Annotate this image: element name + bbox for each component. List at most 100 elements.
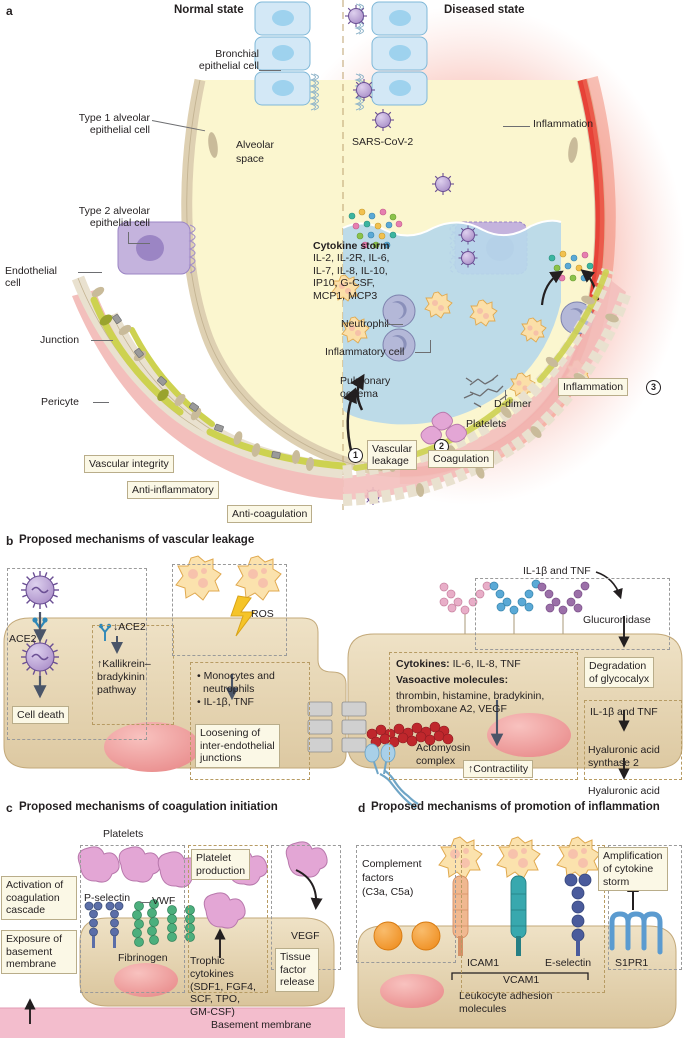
panel-d-title: Proposed mechanisms of promotion of infl…: [371, 801, 660, 813]
label-vwf: VWF: [152, 895, 176, 907]
label-icam1: ICAM1: [467, 957, 500, 969]
label-type2-alveolar-epithelial-cell: Type 2 alveolar epithelial cell: [78, 205, 150, 230]
label-sars-cov-2: SARS-CoV-2: [352, 136, 414, 148]
neutrophil-b2: [235, 555, 282, 601]
label-d-dimer: D-dimer: [494, 398, 532, 410]
cytokine-storm-line-0: IL-2, IL-2R, IL-6,: [313, 252, 390, 265]
panel-b-title: Proposed mechanisms of vascular leakage: [19, 534, 255, 546]
d-dimer-mesh: [463, 374, 508, 408]
cytokine-storm-line-2: IP10, G-CSF,: [313, 277, 375, 290]
label-bronchial-epithelial-cell: Bronchial epithelial cell: [198, 48, 259, 73]
dashregion-vasoactive: [389, 652, 578, 780]
label-monocytes-neutrophils: • Monocytes and neutrophils • IL-1β, TNF: [197, 670, 275, 709]
panel-c-letter: c: [6, 801, 13, 815]
leader-vwf: [140, 902, 151, 903]
neutrophil-b1: [175, 555, 222, 601]
dashregion-kallikrein: [92, 625, 174, 725]
group-vascular-leakage: 1 Vascular leakage: [348, 440, 418, 471]
box-loosening-junctions: Loosening of inter-endothelial junctions: [195, 724, 280, 768]
label-complement-factors: Complement factors (C3a, C5a): [362, 858, 422, 899]
label-hyaluronic-synthase: Hyaluronic acid synthase 2: [588, 744, 660, 769]
vwf-molecules: [132, 899, 195, 947]
cytokine-dots-outer: [540, 250, 600, 306]
leader-d-dimer: [505, 390, 506, 400]
bronchial-cells-normal: [254, 1, 319, 111]
label-fibrinogen: Fibrinogen: [118, 952, 168, 964]
leader-inflammatory-v: [430, 340, 431, 353]
dashregion-ros: [172, 564, 287, 656]
number-badge-1: 1: [348, 447, 363, 463]
ros-lightning-icon: [230, 595, 255, 637]
normal-state-title: Normal state: [174, 4, 244, 16]
label-il1b-tnf-right: IL-1β and TNF: [590, 706, 658, 718]
box-anti-coagulation: Anti-coagulation: [227, 505, 313, 524]
dashregion-adhesion: [461, 845, 605, 993]
icam1-receptor: [452, 875, 469, 956]
label-platelets-a: Platelets: [466, 418, 507, 430]
label-junction: Junction: [40, 334, 80, 346]
box-coagulation: Coagulation: [428, 450, 495, 469]
panel-c-illustration: [0, 841, 345, 1038]
leukocyte-d3: [556, 836, 601, 880]
glycocalyx-chains: [439, 579, 590, 634]
p-selectin-molecules: [84, 901, 124, 948]
panel-d-illustration: [357, 836, 677, 1029]
cytokine-storm-line-1: IL-7, IL-8, IL-10,: [313, 264, 388, 277]
vcam1-receptor: [510, 875, 527, 956]
label-ros: ROS: [251, 608, 274, 620]
dashregion-hyaluronic: [584, 700, 682, 780]
complement-circle-2: [411, 921, 441, 951]
type2-cell-normal: [117, 221, 196, 275]
label-platelets-c: Platelets: [103, 828, 144, 840]
dashregion-platelet-production: [188, 845, 268, 993]
label-cytokines-key: Cytokines:: [396, 658, 450, 670]
label-kallikrein-pathway: ↑Kallikrein– bradykinin pathway: [97, 658, 151, 697]
label-vasoactive-values: thrombin, histamine, bradykinin, thrombo…: [396, 690, 545, 716]
leader-bronchial: [259, 70, 281, 71]
panel-c-title: Proposed mechanisms of coagulation initi…: [19, 801, 278, 813]
capillary-normal: [71, 275, 347, 500]
bronchial-cells-diseased: [354, 1, 428, 111]
box-exposure-basement-membrane: Exposure of basement membrane: [1, 930, 77, 974]
label-s1pr1: S1PR1: [615, 957, 649, 969]
label-p-selectin: P-selectin: [84, 892, 131, 904]
label-vegf: VEGF: [291, 930, 320, 942]
leader-inflammatory-h: [415, 352, 431, 353]
panel-a-letter: a: [6, 4, 13, 18]
box-vascular-leakage: Vascular leakage: [367, 440, 418, 471]
virus-b-outside: [21, 571, 59, 609]
cytokine-dots-alveolar: [348, 208, 403, 249]
label-vasoactive-key: Vasoactive molecules:: [396, 674, 509, 686]
box-activation-coagulation-cascade: Activation of coagulation cascade: [1, 876, 77, 920]
virus-b-inside: [21, 638, 59, 676]
label-inflammatory-cell: Inflammatory cell: [325, 346, 405, 358]
myosin-tail: [379, 769, 419, 809]
leader-neutrophil: [385, 324, 403, 325]
label-pulmonary-oedema: Pulmonary oedema: [340, 375, 391, 401]
label-leukocyte-adhesion-molecules: Leukocyte adhesion molecules: [459, 990, 553, 1015]
box-tissue-factor-release: Tissue factor release: [275, 948, 320, 992]
label-endothelial-cell: Endothelial cell: [5, 265, 57, 290]
e-selectin-receptor: [564, 873, 592, 956]
box-cell-death: Cell death: [12, 706, 70, 725]
label-glucuronidase: Glucuronidase: [583, 614, 651, 626]
box-inflammation-numbered: Inflammation: [558, 378, 629, 397]
box-anti-inflammatory: Anti-inflammatory: [127, 481, 219, 500]
s1pr1-receptor: [609, 911, 663, 955]
label-ace2-down: ↓ACE2: [113, 621, 146, 633]
dashregion-complement: [356, 845, 456, 963]
label-neutrophil: Neutrophil: [341, 318, 389, 330]
complement-circle-1: [373, 921, 403, 951]
label-e-selectin: E-selectin: [545, 957, 592, 969]
label-actomyosin: Actomyosin complex: [416, 742, 471, 767]
dashregion-loosening: [190, 662, 310, 780]
label-inflammation-a: Inflammation: [533, 118, 594, 130]
dashregion-s1pr1: [608, 845, 682, 970]
leader-endothelial: [78, 272, 102, 273]
dashregion-platelets-vwf: [80, 845, 185, 993]
box-vascular-integrity: Vascular integrity: [84, 455, 174, 474]
label-pericyte: Pericyte: [41, 396, 79, 408]
panel-d-letter: d: [358, 801, 366, 815]
label-basement-membrane: Basement membrane: [211, 1019, 312, 1031]
